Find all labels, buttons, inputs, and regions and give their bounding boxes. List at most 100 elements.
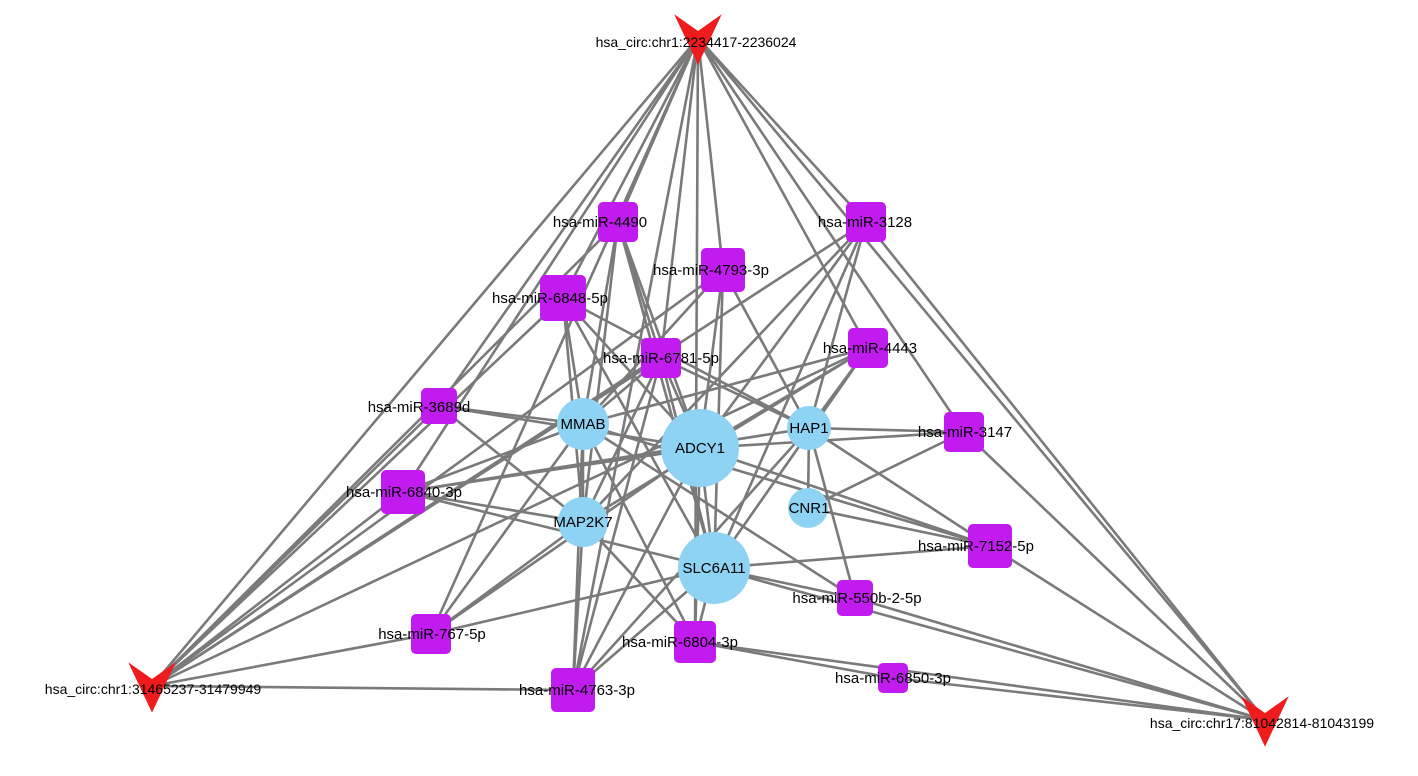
edge-m4763-gADCY1 [571,447,702,691]
edge-c1-m3128 [697,37,867,223]
edge-m4443-gSLC6A11 [712,347,870,569]
edge-m7152-gHAP1 [808,426,991,548]
node-label-slc6a11: SLC6A11 [682,560,745,577]
mirna-node-hsa-mir-7152-5p [968,524,1012,568]
mirna-node-hsa-mir-6804-3p [674,621,716,663]
edge-c1-m4793 [696,37,725,271]
mirna-node-hsa-mir-6848-5p [540,275,586,321]
edge-m7152-gSLC6A11 [713,544,991,570]
node-label-hsa-mir-3128: hsa-miR-3128 [818,214,912,231]
mirna-node-hsa-mir-3689d [421,388,457,424]
edge-m6804-gMMAB [581,423,697,643]
circrna-node-hsa-circ-chr1-31465237-31479949 [128,662,176,713]
node-label-hsa-mir-7152-5p: hsa-miR-7152-5p [918,538,1034,555]
edge-m6848-gSLC6A11 [561,297,716,569]
edge-m4793-gHAP1 [721,269,811,429]
edge-m3128-gADCY1 [698,221,868,449]
node-label-hsa-mir-6850-3p: hsa-miR-6850-3p [835,670,951,687]
node-label-hsa-mir-6781-5p: hsa-miR-6781-5p [603,350,719,367]
node-label-hsa-mir-4443: hsa-miR-4443 [823,340,917,357]
gene-node-cnr1 [788,488,828,528]
edge-m6840-gHAP1 [402,426,810,494]
edge-c2-m6848 [151,297,564,687]
edge-m4490-m6781 [616,221,663,359]
edge-m6840-gSLC6A11 [402,490,715,570]
node-label-map2k7: MAP2K7 [553,514,612,531]
edge-m550-gMMAB [582,422,856,600]
mirna-node-hsa-mir-6840-3p [381,470,425,514]
edge-c2-m3689 [151,405,440,687]
edge-m7152-gADCY1 [699,446,991,548]
node-label-hsa-mir-6804-3p: hsa-miR-6804-3p [622,634,738,651]
edge-c2-m6840 [151,490,404,688]
edge-m6781-gHAP1 [660,356,810,430]
node-label-mmab: MMAB [561,416,606,433]
node-label-hsa-mir-4490: hsa-miR-4490 [553,214,647,231]
edge-c1-m3147 [696,37,966,433]
edge-layer [151,37,1267,722]
edge-m7152-gCNR1 [807,506,991,548]
edge-c1-m3689 [437,37,700,407]
mirna-node-hsa-mir-6850-3p [878,663,908,693]
edge-c3-m550 [854,596,1266,722]
gene-node-hap1 [787,406,831,450]
edge-c3-m6850 [892,676,1266,722]
edge-m6840-gMMAB [402,422,584,494]
node-label-hsa-mir-4763-3p: hsa-miR-4763-3p [519,682,635,699]
edge-m4490-gADCY1 [616,221,702,449]
mirna-node-hsa-mir-4443 [848,328,888,368]
circrna-node-hsa-circ-chr1-2234417-2236024 [674,14,722,65]
edge-c3-m6804 [694,640,1266,722]
edge-m4490-gMMAB [581,221,620,425]
edge-m6781-m4763 [571,357,663,691]
node-label-hsa-mir-6848-5p: hsa-miR-6848-5p [492,290,608,307]
node-label-hsa-mir-550b-2-5p: hsa-miR-550b-2-5p [792,590,921,607]
gene-node-mmab [557,398,609,450]
mirna-node-hsa-mir-4763-3p [551,668,595,712]
edge-c3-m3147 [963,431,1266,721]
node-label-hsa-mir-3689d: hsa-miR-3689d [368,399,471,416]
node-label-hsa-mir-767-5p: hsa-miR-767-5p [378,626,486,643]
edge-m4763-gMAP2K7 [571,521,585,691]
node-label-hsa-mir-3147: hsa-miR-3147 [918,424,1012,441]
edge-c3-gSLC6A11 [713,566,1266,722]
circrna-node-hsa-circ-chr17-81042814-81043199 [1241,696,1289,747]
node-label-adcy1: ADCY1 [675,440,725,457]
edge-c3-m7152 [989,544,1266,722]
edge-m3147-gHAP1 [808,426,965,434]
mirna-node-hsa-mir-6781-5p [641,338,681,378]
mirna-node-hsa-mir-4793-3p [701,248,745,292]
node-label-hsa-mir-4793-3p: hsa-miR-4793-3p [653,262,769,279]
mirna-node-hsa-mir-3147 [944,412,984,452]
edge-m767-gSLC6A11 [430,566,715,636]
node-label-cnr1: CNR1 [789,500,830,517]
edge-m3689-gMAP2K7 [438,404,584,524]
edge-c3-m3128 [864,221,1267,721]
edge-c1-c2 [151,37,699,687]
edge-m767-gADCY1 [430,446,701,636]
node-label-hsa-circ-chr1-2234417-2236024: hsa_circ:chr1:2234417-2236024 [596,34,797,50]
edge-c1-c3 [697,37,1266,721]
edge-m767-gMMAB [429,423,585,635]
node-label-hsa-circ-chr1-31465237-31479949: hsa_circ:chr1:31465237-31479949 [45,681,262,697]
edge-c1-m4763 [571,37,700,691]
edge-m3128-gHAP1 [807,221,868,429]
gene-node-map2k7 [558,497,608,547]
node-layer [128,14,1289,747]
edge-c2-m4763 [151,684,574,692]
edge-m7152-gMMAB [582,422,991,548]
label-layer: hsa_circ:chr1:2234417-2236024 hsa_circ:ch… [45,34,1374,731]
edge-m550-gHAP1 [807,427,857,599]
mirna-node-hsa-mir-3128 [846,202,886,242]
edge-m4490-gMAP2K7 [581,221,620,523]
edge-m4443-gMMAB [582,346,869,426]
mirna-node-hsa-mir-4490 [598,202,638,242]
edge-c2-m767 [151,632,432,688]
gene-node-slc6a11 [678,532,750,604]
mirna-node-hsa-mir-767-5p [411,614,451,654]
edge-c1-m4443 [696,37,870,349]
edge-m3147-gCNR1 [807,430,965,510]
edge-m6840-gMAP2K7 [402,490,584,524]
mirna-node-hsa-mir-550b-2-5p [837,580,873,616]
